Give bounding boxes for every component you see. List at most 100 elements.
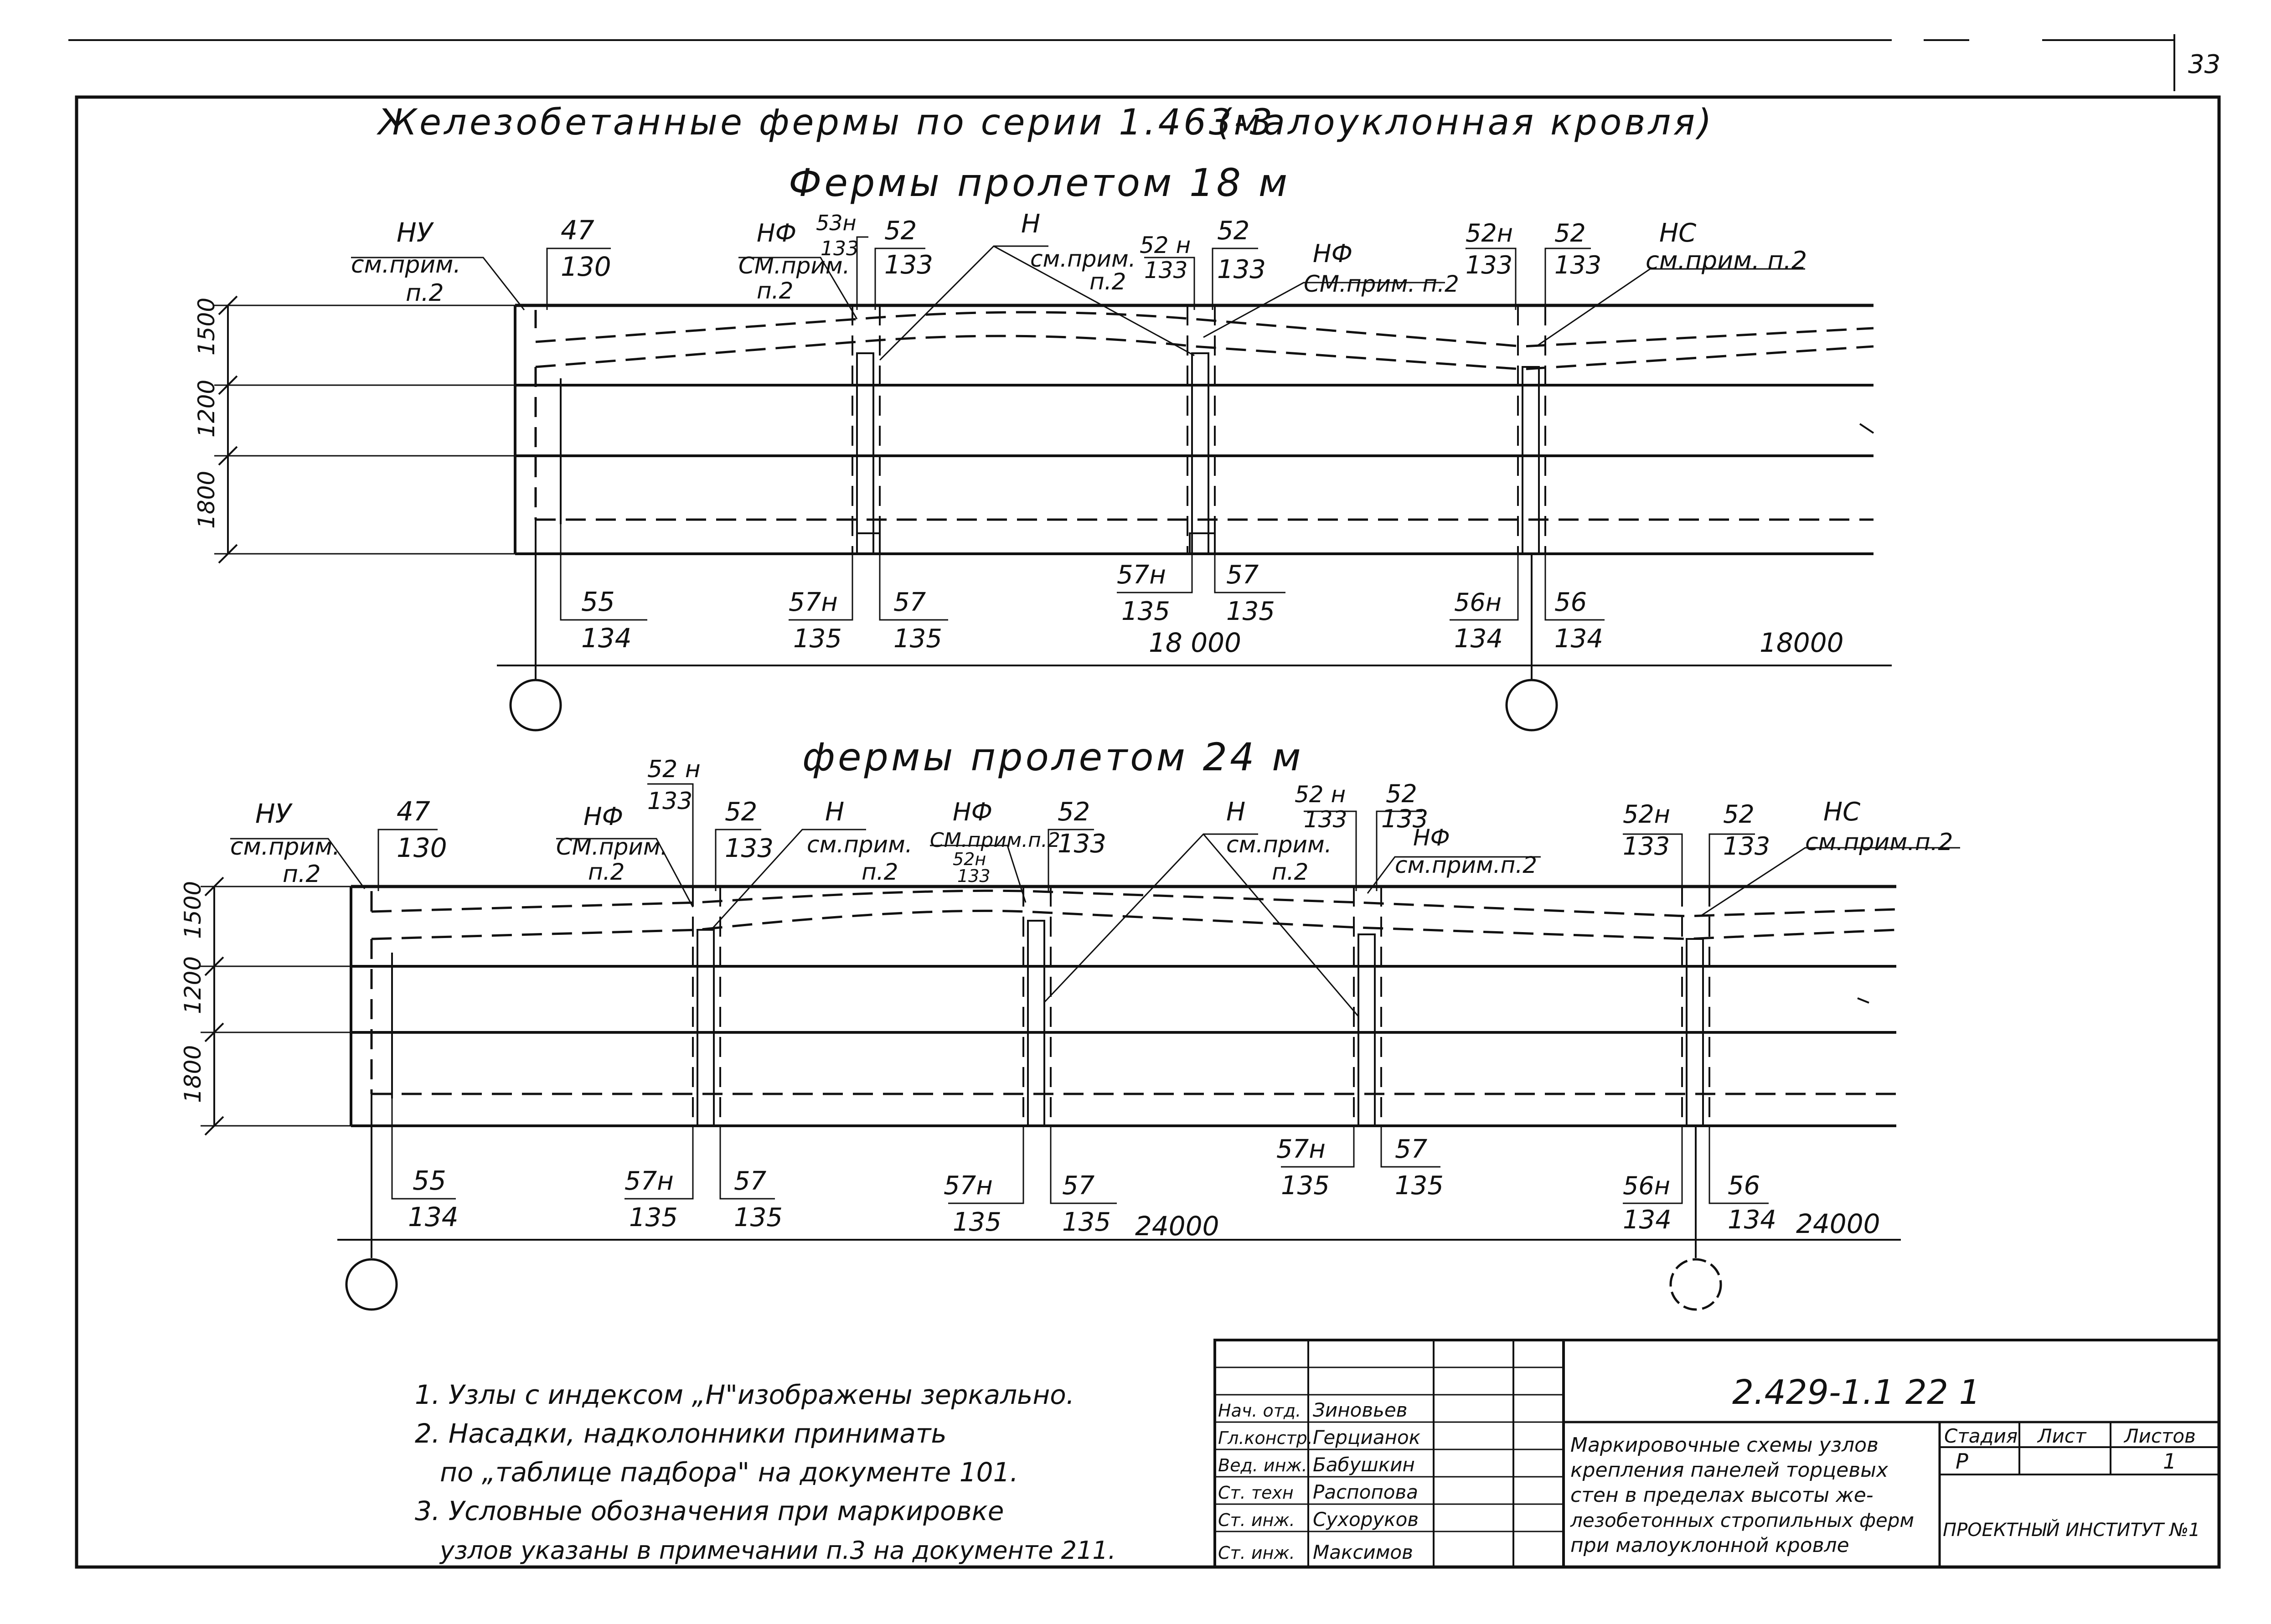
label: НФ bbox=[583, 802, 623, 831]
label: 133 bbox=[1381, 804, 1428, 833]
label: НУ bbox=[255, 798, 293, 829]
label: 52 н bbox=[647, 756, 701, 783]
leader-56h bbox=[1450, 554, 1519, 621]
label: см.прим. bbox=[1030, 246, 1136, 272]
notes-block: 1. Узлы с индексом „Н"изображены зеркаль… bbox=[415, 1379, 1116, 1565]
label: 133 bbox=[1304, 806, 1347, 833]
dim-tick bbox=[218, 544, 238, 564]
truss-18m-elevation: 1500 1200 1800 bbox=[193, 236, 1892, 732]
label: НУ bbox=[397, 217, 434, 248]
main-title-note: (малоуклонная кровля) bbox=[1217, 102, 1714, 143]
leader-57h2 bbox=[948, 1126, 1024, 1204]
label: 52 bbox=[1386, 779, 1417, 808]
leader-nf1 bbox=[738, 257, 858, 320]
leader-ny bbox=[351, 257, 525, 310]
leader-52c bbox=[1376, 810, 1422, 891]
note-line: по „таблице падбора" на документе 101. bbox=[440, 1457, 1018, 1488]
role-label: Вед. инж. bbox=[1218, 1455, 1307, 1475]
signer-name: Распопова bbox=[1313, 1481, 1418, 1503]
break-mark bbox=[1857, 997, 1869, 1004]
title-block-frame bbox=[1213, 1339, 2220, 1568]
label: 135 bbox=[629, 1203, 678, 1232]
stage-label: Стадия bbox=[1944, 1425, 2018, 1447]
dim-tick bbox=[204, 956, 224, 976]
label: см.прим. п.2 bbox=[1646, 246, 1807, 275]
label: 56 bbox=[1554, 588, 1587, 617]
title-block: 2.429-1.1 22 1 Нач. отд. Гл.констр. Вед.… bbox=[1213, 1339, 2220, 1568]
grid-axis-bubble bbox=[509, 679, 562, 732]
label: 133 bbox=[1466, 251, 1512, 279]
label: 57н bbox=[625, 1166, 674, 1196]
label: см.прим.п.2 bbox=[1805, 829, 1953, 856]
label: 57н bbox=[944, 1171, 993, 1201]
sheet-label: Лист bbox=[2037, 1425, 2087, 1447]
label: см.прим.п.2 bbox=[1395, 852, 1537, 878]
leader-57b bbox=[1214, 554, 1285, 593]
label: 57 bbox=[1062, 1171, 1095, 1201]
label: 52 н bbox=[1295, 781, 1346, 808]
section-18-title: Фермы пролетом 18 м bbox=[789, 160, 1290, 205]
label: 133 bbox=[821, 237, 859, 260]
description-line: крепления панелей торцевых bbox=[1570, 1459, 1889, 1482]
label: СМ.прим. bbox=[556, 834, 667, 860]
sheet-frame bbox=[75, 95, 2221, 1569]
label: 135 bbox=[1062, 1207, 1111, 1237]
description-line: стен в пределах высоты же- bbox=[1570, 1484, 1874, 1507]
label: 133 bbox=[1554, 251, 1601, 279]
label: Н bbox=[825, 797, 844, 827]
note-line: 3. Условные обозначения при маркировке bbox=[415, 1495, 1004, 1526]
leader-nc bbox=[1700, 847, 1960, 917]
leader-h1 bbox=[710, 829, 866, 931]
label: 133 bbox=[647, 788, 692, 815]
column bbox=[1522, 366, 1540, 555]
label: 52н bbox=[953, 849, 986, 869]
label: 56н bbox=[1454, 588, 1502, 617]
truss-top-chord bbox=[535, 311, 1874, 348]
dim-label: 1800 bbox=[193, 471, 220, 529]
label: 135 bbox=[953, 1207, 1001, 1237]
role-label: Ст. техн bbox=[1218, 1483, 1294, 1503]
span-label: 18 000 bbox=[1149, 627, 1241, 658]
leader-nf2 bbox=[1203, 282, 1445, 338]
leader-52d bbox=[1708, 833, 1755, 891]
signer-name: Бабушкин bbox=[1313, 1454, 1415, 1476]
label: п.2 bbox=[283, 861, 321, 888]
label: 135 bbox=[793, 624, 842, 654]
label: п.2 bbox=[1089, 268, 1126, 295]
signer-name: Зиновьев bbox=[1313, 1399, 1407, 1421]
label: 135 bbox=[1395, 1171, 1444, 1201]
grid-axis-bubble bbox=[345, 1258, 398, 1311]
leader-47 bbox=[546, 247, 611, 310]
leader-nf1 bbox=[556, 838, 694, 907]
label: 52 bbox=[725, 797, 757, 827]
leader-52b bbox=[1048, 829, 1094, 891]
label: 57 bbox=[1226, 560, 1259, 590]
leader-57h3 bbox=[1281, 1126, 1355, 1168]
column-base bbox=[1189, 532, 1216, 555]
span-label-right: 18000 bbox=[1760, 627, 1844, 658]
leader-52a bbox=[715, 829, 761, 891]
label: 57 bbox=[1395, 1134, 1428, 1164]
leader-52c bbox=[1544, 247, 1591, 310]
dim-label: 1200 bbox=[180, 956, 206, 1014]
note-line: 2. Насадки, надколонники принимать bbox=[415, 1418, 947, 1449]
leader-56 bbox=[1708, 1126, 1769, 1204]
label: 133 bbox=[725, 834, 774, 863]
label: 57н bbox=[1276, 1134, 1326, 1164]
leader-57c bbox=[1380, 1126, 1440, 1168]
leader-52h2 bbox=[1466, 247, 1517, 310]
stage-value: Р bbox=[1956, 1449, 1968, 1474]
label: 52 bbox=[1217, 216, 1249, 246]
section-24-title: фермы пролетом 24 м bbox=[802, 735, 1304, 779]
leader-nc bbox=[1536, 268, 1805, 347]
leader-56 bbox=[1544, 554, 1605, 621]
column bbox=[1357, 933, 1376, 1127]
leader-55 bbox=[391, 1098, 456, 1200]
leader-h bbox=[879, 245, 1195, 361]
label: 57 bbox=[734, 1166, 767, 1196]
label: 52 bbox=[1554, 219, 1586, 247]
leader-57b bbox=[1050, 1126, 1117, 1204]
role-label: Гл.констр. bbox=[1218, 1428, 1313, 1448]
column bbox=[1027, 920, 1045, 1127]
